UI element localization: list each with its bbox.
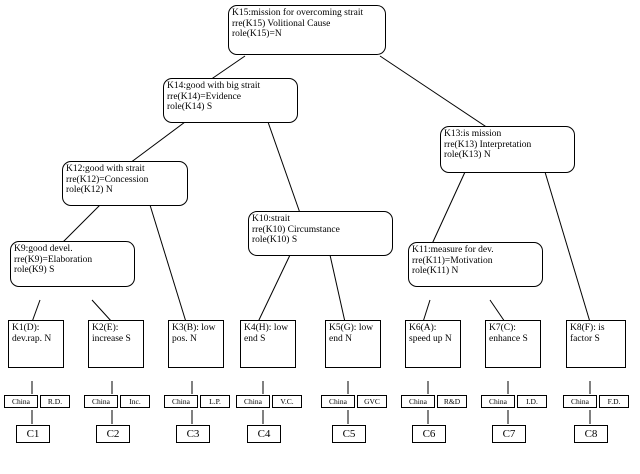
node-K10[interactable]: K10:strait rre(K10) Circumstance role(K1… — [248, 211, 393, 256]
node-K10-line-2: rre(K10) Circumstance — [252, 224, 340, 235]
cluster-label-C2[interactable]: C2 — [96, 425, 130, 443]
terminal-left-C2[interactable]: China — [84, 395, 118, 408]
leaf-K7[interactable]: K7(C): enhance S — [485, 320, 541, 368]
leaf-K2-line-1: K2(E): — [92, 323, 119, 333]
cluster-label-C7[interactable]: C7 — [492, 425, 526, 443]
node-K11-line-3: role(K11) N — [412, 266, 459, 277]
leaf-K3[interactable]: K3(B): low pos. N — [168, 320, 224, 368]
leaf-K4-line-1: K4(H): — [244, 323, 272, 333]
terminal-left-C5[interactable]: China — [321, 395, 355, 408]
terminal-left-C3[interactable]: China — [164, 395, 198, 408]
terminal-left-C4[interactable]: China — [236, 395, 270, 408]
node-K9-line-3: role(K9) S — [14, 265, 55, 276]
leaf-K2[interactable]: K2(E): increase S — [88, 320, 144, 368]
leaf-K8-line-2: is factor — [570, 323, 605, 344]
node-K12-line-1: K12:good with strait — [66, 164, 145, 174]
leaf-K1-line-3: N — [44, 333, 52, 344]
terminal-right-C1[interactable]: R.D. — [40, 395, 70, 408]
node-K15[interactable]: K15:mission for overcoming strait rre(K1… — [228, 5, 386, 55]
terminal-left-C8[interactable]: China — [563, 395, 597, 408]
cluster-label-C4[interactable]: C4 — [247, 425, 281, 443]
node-K11-line-1: K11:measure for dev. — [412, 245, 494, 255]
node-K11-line-2: rre(K11)=Motivation — [412, 255, 493, 266]
terminal-right-C8[interactable]: F.D. — [599, 395, 629, 408]
node-K15-line-2: rre(K15) Volitional Cause — [232, 18, 331, 29]
cluster-label-C8[interactable]: C8 — [574, 425, 608, 443]
node-K15-line-1: K15:mission for overcoming strait — [232, 8, 364, 18]
leaf-K5-line-2: low end — [329, 323, 374, 344]
leaf-K2-line-3: S — [125, 333, 131, 344]
leaf-K5-line-3: N — [345, 333, 352, 344]
node-K9-line-1: K9:good devel. — [14, 244, 73, 254]
leaf-K1-line-2: dev.rap. — [12, 333, 42, 344]
node-K9[interactable]: K9:good devel. rre(K9)=Elaboration role(… — [10, 241, 135, 287]
terminal-right-C5[interactable]: GVC — [357, 395, 387, 408]
cluster-label-C6[interactable]: C6 — [412, 425, 446, 443]
leaf-K3-line-1: K3(B): — [172, 323, 199, 333]
node-K12[interactable]: K12:good with strait rre(K12)=Concession… — [62, 161, 188, 206]
leaf-K6-line-2: speed up — [409, 333, 443, 344]
leaf-K4-line-2: low end — [244, 323, 289, 344]
cluster-label-C1[interactable]: C1 — [16, 425, 50, 443]
leaf-K7-line-1: K7(C): — [489, 323, 516, 333]
terminal-right-C2[interactable]: Inc. — [120, 395, 150, 408]
node-K13-line-2: rre(K13) Interpretation — [444, 139, 532, 150]
leaf-K6-line-3: N — [444, 333, 452, 344]
node-K13[interactable]: K13:is mission rre(K13) Interpretation r… — [440, 126, 575, 173]
cluster-label-C5[interactable]: C5 — [332, 425, 366, 443]
leaf-K5[interactable]: K5(G): low end N — [325, 320, 381, 368]
leaf-K3-line-3: N — [189, 333, 197, 344]
node-K9-line-2: rre(K9)=Elaboration — [14, 254, 93, 265]
terminal-right-C3[interactable]: L.P. — [200, 395, 230, 408]
leaf-K8-line-3: S — [594, 333, 600, 344]
node-K10-line-3: role(K10) S — [252, 235, 298, 246]
node-K13-line-3: role(K13) N — [444, 150, 491, 161]
leaf-K2-line-2: increase — [92, 333, 124, 344]
node-K14-line-1: K14:good with big strait — [167, 81, 261, 91]
leaf-K5-line-1: K5(G): — [329, 323, 357, 333]
node-K12-line-3: role(K12) N — [66, 185, 113, 196]
leaf-K8[interactable]: K8(F): is factor S — [566, 320, 626, 368]
node-K14-line-3: role(K14) S — [167, 102, 213, 113]
cluster-label-C3[interactable]: C3 — [176, 425, 210, 443]
node-K14-line-2: rre(K14)=Evidence — [167, 91, 241, 102]
terminal-left-C1[interactable]: China — [4, 395, 38, 408]
leaf-K8-line-1: K8(F): — [570, 323, 596, 333]
node-K11[interactable]: K11:measure for dev. rre(K11)=Motivation… — [408, 242, 543, 287]
node-K14[interactable]: K14:good with big strait rre(K14)=Eviden… — [163, 78, 298, 123]
leaf-K6-line-1: K6(A): — [409, 323, 437, 333]
leaf-K3-line-2: low pos. — [172, 323, 216, 344]
terminal-right-C4[interactable]: V.C. — [272, 395, 302, 408]
terminal-right-C6[interactable]: R&D — [437, 395, 467, 408]
node-K10-line-1: K10:strait — [252, 214, 290, 224]
node-K15-line-3: role(K15)=N — [232, 29, 282, 40]
node-K13-line-1: K13:is mission — [444, 129, 502, 139]
leaf-K1[interactable]: K1(D): dev.rap. N — [8, 320, 64, 368]
leaf-K7-line-2: enhance — [489, 333, 521, 344]
leaf-K6[interactable]: K6(A): speed up N — [405, 320, 461, 368]
leaf-K4-line-3: S — [260, 333, 266, 344]
node-K12-line-2: rre(K12)=Concession — [66, 174, 149, 185]
leaf-K4[interactable]: K4(H): low end S — [240, 320, 296, 368]
leaf-K1-line-1: K1(D): — [12, 323, 40, 333]
terminal-left-C6[interactable]: China — [401, 395, 435, 408]
terminal-left-C7[interactable]: China — [481, 395, 515, 408]
leaf-K7-line-3: S — [522, 333, 528, 344]
terminal-right-C7[interactable]: I.D. — [517, 395, 547, 408]
